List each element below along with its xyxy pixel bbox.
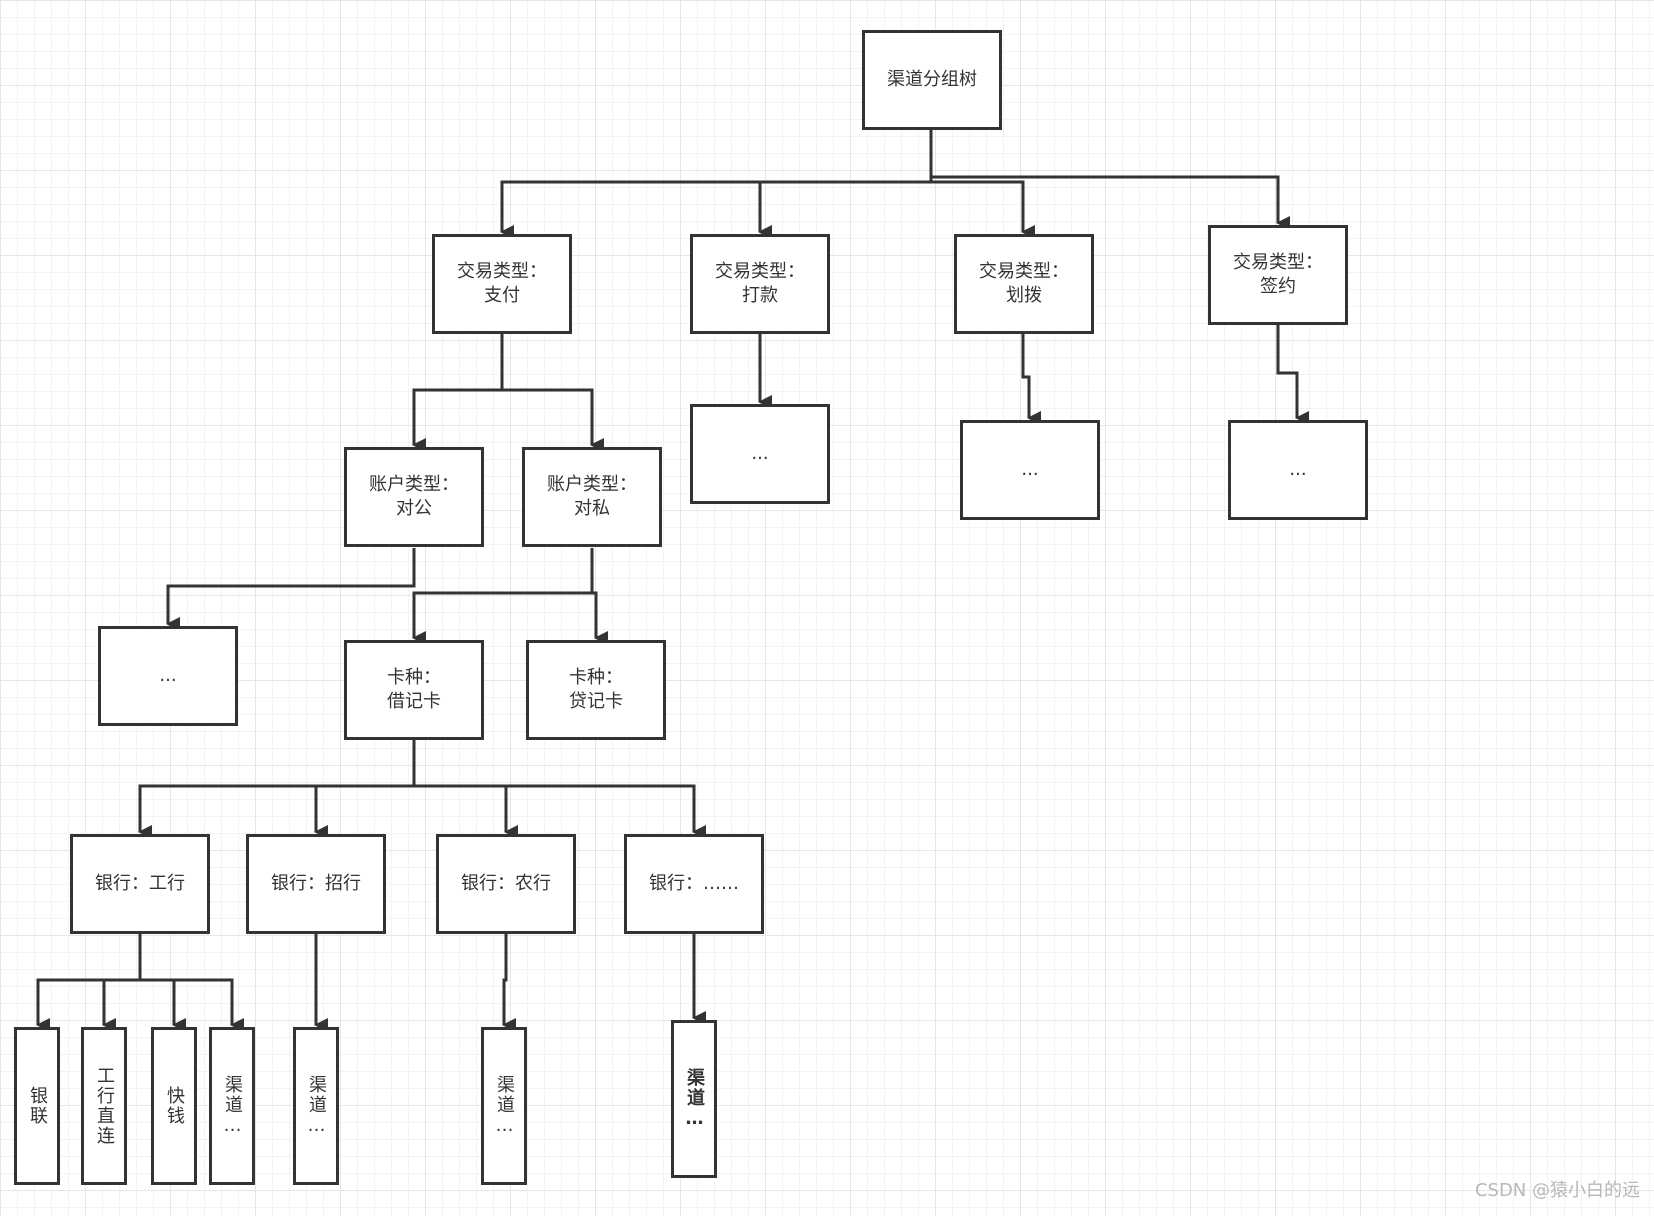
edge-acct-private-card-debit — [412, 548, 594, 645]
edge-tx-sign-more — [1276, 325, 1309, 425]
edge-root-tx-sign — [929, 130, 1290, 230]
node-allocate-more: ... — [960, 420, 1100, 520]
node-bank-cmb: 银行：招行 — [246, 834, 386, 934]
edge-bank-abc-more — [502, 934, 516, 1032]
node-corporate-more: ... — [98, 626, 238, 726]
node-channel-abc-more: 渠道… — [481, 1027, 527, 1185]
node-bank-abc: 银行：农行 — [436, 834, 576, 934]
node-channel-kuaiqian: 快钱 — [151, 1027, 197, 1185]
node-acct-private: 账户类型： 对私 — [522, 447, 662, 547]
node-card-credit: 卡种： 贷记卡 — [526, 640, 666, 740]
edge-root-tx-allocate — [929, 130, 1035, 239]
edge-bank-icbc-more — [138, 934, 244, 1032]
node-channel-cmb-more: 渠道… — [293, 1027, 339, 1185]
node-channel-icbc-more: 渠道… — [209, 1027, 255, 1185]
edge-card-debit-bank-more — [412, 740, 706, 839]
edge-bank-icbc-direct — [102, 934, 142, 1032]
edge-bank-icbc-kuaiqian — [138, 934, 186, 1032]
node-root: 渠道分组树 — [862, 30, 1002, 130]
node-channel-unionpay: 银联 — [14, 1027, 60, 1185]
node-tx-pay: 交易类型： 支付 — [432, 234, 572, 334]
edge-card-debit-bank-cmb — [314, 740, 416, 839]
edge-root-tx-pay — [500, 130, 933, 239]
watermark: CSDN @猿小白的远 — [1474, 1180, 1640, 1201]
edge-acct-corporate-more — [166, 548, 416, 631]
node-channel-bank-more: 渠道… — [671, 1020, 717, 1178]
node-tx-sign: 交易类型： 签约 — [1208, 225, 1348, 325]
edge-card-debit-bank-abc — [412, 740, 518, 839]
edge-acct-private-card-credit — [590, 548, 608, 645]
node-sign-more: ... — [1228, 420, 1368, 520]
node-card-debit: 卡种： 借记卡 — [344, 640, 484, 740]
node-acct-corporate: 账户类型： 对公 — [344, 447, 484, 547]
node-channel-icbc-direct: 工行直连 — [81, 1027, 127, 1185]
edge-tx-pay-acct-private — [500, 334, 604, 452]
edge-tx-allocate-more — [1021, 334, 1041, 425]
node-tx-allocate: 交易类型： 划拨 — [954, 234, 1094, 334]
node-tx-transfer: 交易类型： 打款 — [690, 234, 830, 334]
node-bank-more: 银行：…… — [624, 834, 764, 934]
node-bank-icbc: 银行：工行 — [70, 834, 210, 934]
node-transfer-more: ... — [690, 404, 830, 504]
edge-tx-pay-acct-corporate — [412, 334, 504, 452]
edge-bank-icbc-unionpay — [36, 934, 142, 1032]
edge-card-debit-bank-icbc — [138, 740, 416, 839]
edge-root-tx-transfer — [758, 130, 933, 239]
